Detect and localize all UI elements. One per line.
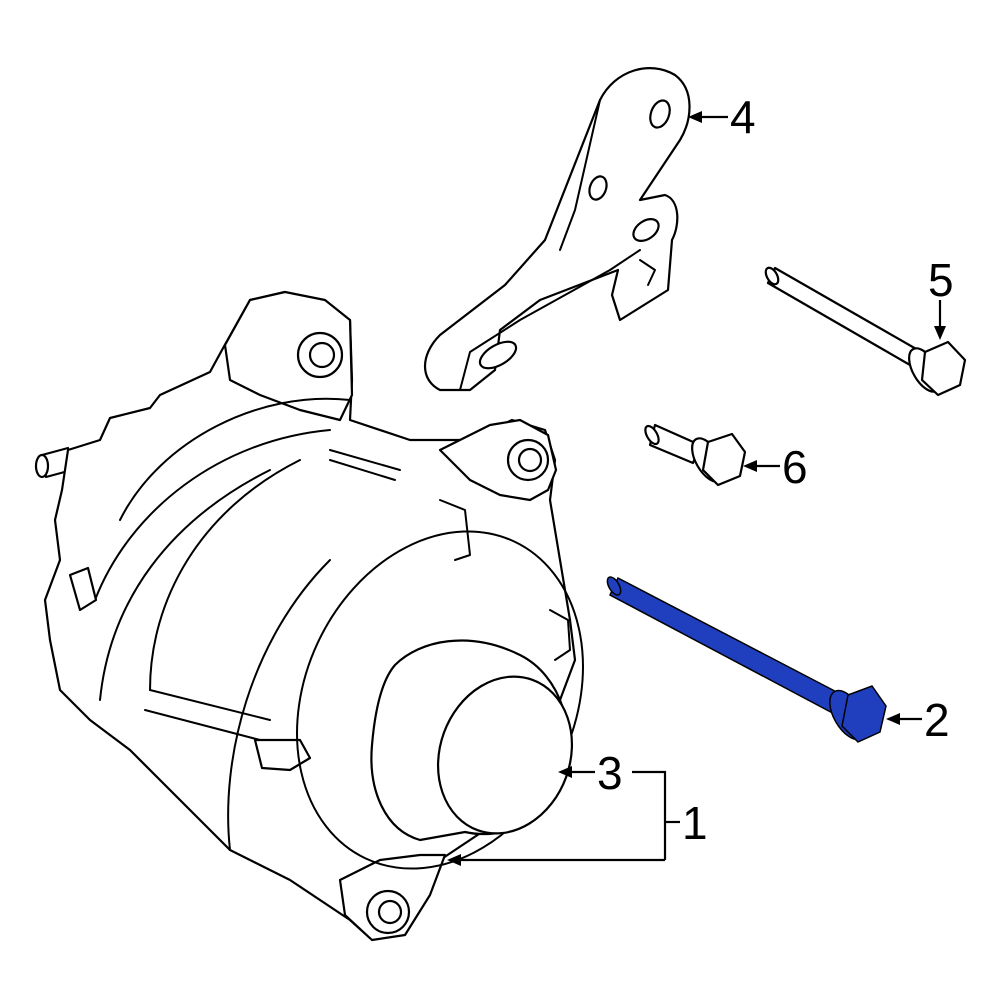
housing-rib — [119, 397, 351, 521]
housing-rib — [99, 469, 271, 701]
bolt-6[interactable] — [643, 423, 747, 487]
terminal-stud-tip — [34, 453, 50, 479]
leader-1 — [447, 820, 680, 866]
bolt-5-tip — [764, 266, 780, 286]
leader-6 — [743, 460, 780, 472]
leader-5 — [934, 300, 946, 340]
leader-2 — [886, 713, 922, 725]
housing-rib — [329, 459, 396, 481]
top-mount-ear — [223, 290, 354, 422]
bracket-edge — [559, 99, 601, 251]
leader-4 — [688, 111, 728, 123]
callout-2: 2 — [924, 694, 950, 746]
housing-rib — [149, 689, 271, 721]
bracket-edge — [459, 249, 641, 391]
callout-6: 6 — [782, 441, 808, 493]
housing-rib — [227, 559, 331, 851]
side-slot — [68, 566, 98, 612]
bracket-mid-hole — [588, 175, 608, 201]
bracket-body — [424, 67, 691, 392]
bracket-edge — [639, 259, 656, 286]
end-shield-edge — [439, 499, 471, 561]
callout-4: 4 — [730, 91, 756, 143]
housing-rib — [144, 709, 261, 741]
callout-1: 1 — [682, 797, 708, 849]
bolt-2-head — [841, 685, 887, 743]
bracket-side-hole — [632, 217, 660, 243]
bolt-6-tip — [644, 424, 660, 446]
mounting-bracket[interactable] — [424, 67, 691, 392]
leader-3 — [558, 766, 667, 860]
bolt-5-shank — [766, 266, 920, 367]
callout-3: 3 — [597, 747, 623, 799]
end-shield-edge — [549, 609, 571, 661]
pulley[interactable] — [370, 639, 593, 853]
bolt-5-head — [920, 340, 967, 397]
pulley-face — [436, 675, 574, 835]
right-mount-hole — [517, 447, 543, 473]
bolt-2-tip — [606, 576, 622, 596]
bolt-5[interactable] — [763, 266, 967, 397]
bolt-2-shank — [609, 576, 854, 720]
bracket-top-hole — [649, 99, 671, 129]
alternator-assembly[interactable] — [34, 290, 636, 942]
top-mount-hole — [308, 341, 336, 369]
housing-rib — [94, 429, 331, 601]
bolt-2[interactable] — [605, 575, 887, 746]
bracket-lower-hole — [478, 340, 518, 370]
bolt-6-head — [701, 432, 747, 487]
callout-5: 5 — [928, 254, 954, 306]
bottom-mount-hole — [377, 899, 403, 925]
housing-rib — [329, 449, 401, 471]
housing-rib — [149, 459, 301, 691]
